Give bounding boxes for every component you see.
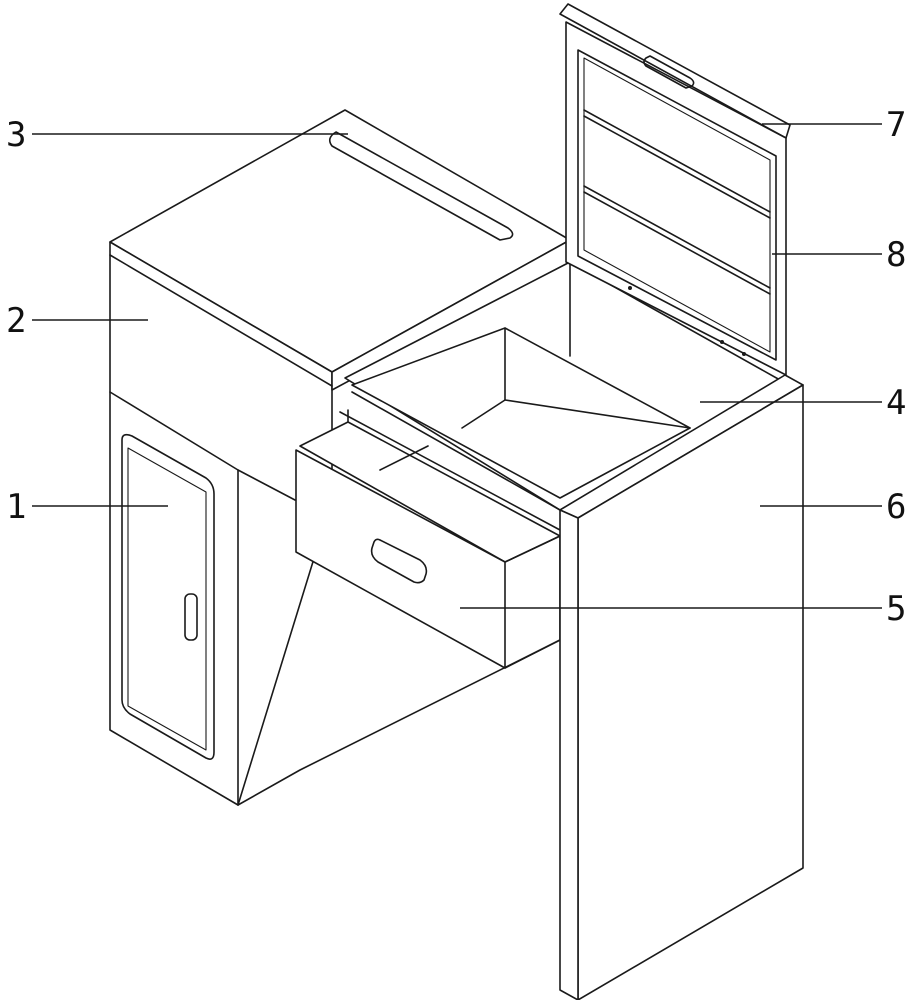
callout-1: 1 [6, 487, 26, 527]
drawer-back-edge [339, 411, 561, 531]
callout-labels: 1 2 3 4 5 6 7 8 [6, 105, 906, 629]
upper-band-line [109, 254, 333, 387]
cabinet-door [121, 433, 215, 760]
box-front-edge [351, 391, 561, 511]
callout-8: 8 [886, 235, 906, 275]
leader-lines [32, 123, 882, 609]
lid-shelf-1-lower [583, 115, 771, 219]
hinge-dot-1 [628, 286, 632, 290]
callout-4: 4 [886, 383, 906, 423]
lid-shelf-1 [583, 109, 771, 213]
lid-handle [643, 55, 695, 89]
inner-box-floor [504, 399, 691, 429]
callout-2: 2 [6, 301, 26, 341]
cabinet-base-line [237, 639, 561, 806]
cabinet-front-face [109, 241, 333, 806]
hinge-dot-3 [742, 352, 746, 356]
callout-3: 3 [6, 115, 26, 155]
left-cabinet [109, 109, 571, 806]
side-panel [559, 374, 804, 1000]
callout-7: 7 [886, 105, 906, 145]
door-handle [184, 593, 198, 641]
lid-shelf-2-lower [583, 191, 771, 295]
cabinet-door-inner [127, 447, 207, 751]
side-panel-edge [559, 509, 579, 1000]
hinge-dot-2 [720, 340, 724, 344]
lid-panel [565, 21, 787, 376]
lid-shelf-2 [583, 185, 771, 289]
lid-top-edge [559, 3, 791, 139]
lower-section-top [237, 469, 296, 501]
callout-6: 6 [886, 487, 906, 527]
drawer-handle [370, 538, 428, 584]
lid-inner-frame [577, 49, 777, 361]
top-slot [328, 131, 514, 241]
callout-5: 5 [886, 589, 906, 629]
lid [559, 3, 791, 376]
drawer-divider [379, 445, 429, 471]
